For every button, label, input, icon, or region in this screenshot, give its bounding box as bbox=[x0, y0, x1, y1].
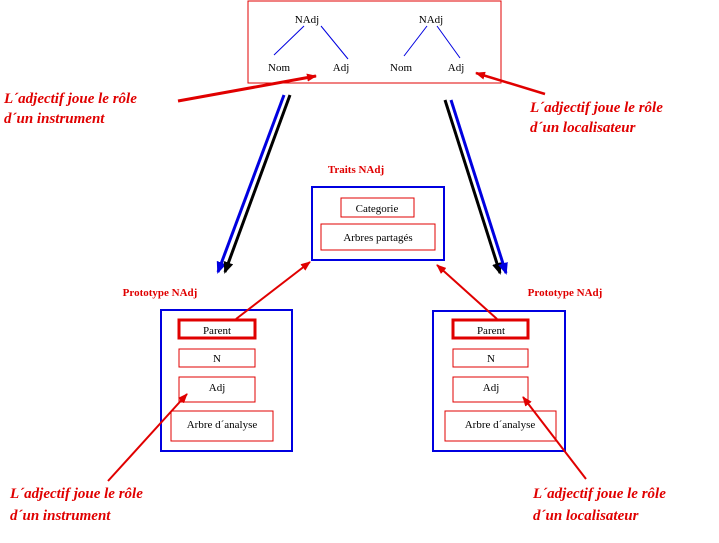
prototype-left-adj: Adj bbox=[209, 382, 226, 394]
annotation-line2: d´un instrument bbox=[10, 508, 111, 524]
arrow-top-right bbox=[475, 71, 546, 96]
right-tree-root: NAdj bbox=[419, 14, 443, 26]
annotation-bottom-left: L´adjectif joue le rôle d´un instrument bbox=[9, 393, 188, 524]
traits-field-categorie: Categorie bbox=[356, 203, 399, 215]
prototype-right-title: Prototype NAdj bbox=[528, 287, 603, 299]
prototype-right-adj: Adj bbox=[483, 382, 500, 394]
blue-arrow-right bbox=[449, 99, 508, 275]
annotation-top-left: L´adjectif joue le rôle d´un instrument bbox=[3, 73, 317, 127]
prototype-right: Prototype NAdj Parent N Adj Arbre d´anal… bbox=[432, 287, 603, 452]
annotation-line1: L´adjectif joue le rôle bbox=[529, 100, 663, 116]
left-tree-right-leaf: Adj bbox=[333, 62, 350, 74]
prototype-right-parent: Parent bbox=[477, 325, 505, 337]
annotation-top-right: L´adjectif joue le rôle d´un localisateu… bbox=[475, 71, 663, 136]
arrow-bottom-right bbox=[522, 396, 587, 480]
annotation-bottom-right: L´adjectif joue le rôle d´un localisateu… bbox=[522, 396, 666, 524]
left-tree-root: NAdj bbox=[295, 14, 319, 26]
right-tree: NAdj Nom Adj bbox=[390, 14, 464, 74]
annotation-line1: L´adjectif joue le rôle bbox=[532, 486, 666, 502]
inheritance-arrows bbox=[216, 94, 508, 275]
traits-box: Traits NAdj Categorie Arbres partagés bbox=[311, 164, 445, 261]
prototype-right-n: N bbox=[487, 353, 495, 365]
annotation-line2: d´un localisateur bbox=[533, 508, 639, 524]
annotation-line1: L´adjectif joue le rôle bbox=[9, 486, 143, 502]
prototype-left-title: Prototype NAdj bbox=[123, 287, 198, 299]
annotation-line1: L´adjectif joue le rôle bbox=[3, 91, 137, 107]
prototype-left-parent: Parent bbox=[203, 325, 231, 337]
tree-box: NAdj Nom Adj NAdj Nom Adj bbox=[247, 0, 502, 84]
traits-field-arbres: Arbres partagés bbox=[343, 232, 412, 244]
annotation-line2: d´un localisateur bbox=[530, 120, 636, 136]
blue-arrow-left bbox=[216, 94, 286, 274]
arrow-top-left bbox=[177, 73, 317, 103]
annotation-line2: d´un instrument bbox=[4, 111, 105, 127]
prototype-right-arbre: Arbre d´analyse bbox=[465, 419, 536, 431]
left-tree-left-leaf: Nom bbox=[268, 62, 290, 74]
traits-title: Traits NAdj bbox=[328, 164, 384, 176]
left-tree: NAdj Nom Adj bbox=[268, 14, 349, 74]
black-arrow-right bbox=[443, 99, 502, 275]
arrow-prototype-right-to-traits bbox=[436, 264, 498, 320]
arrow-bottom-left bbox=[107, 393, 188, 482]
black-arrow-left bbox=[223, 94, 292, 274]
prototype-left-arbre: Arbre d´analyse bbox=[187, 419, 258, 431]
right-tree-right-leaf: Adj bbox=[448, 62, 465, 74]
right-tree-left-leaf: Nom bbox=[390, 62, 412, 74]
prototype-left: Prototype NAdj Parent N Adj Arbre d´anal… bbox=[123, 287, 293, 452]
prototype-left-n: N bbox=[213, 353, 221, 365]
arrow-prototype-left-to-traits bbox=[235, 261, 311, 320]
